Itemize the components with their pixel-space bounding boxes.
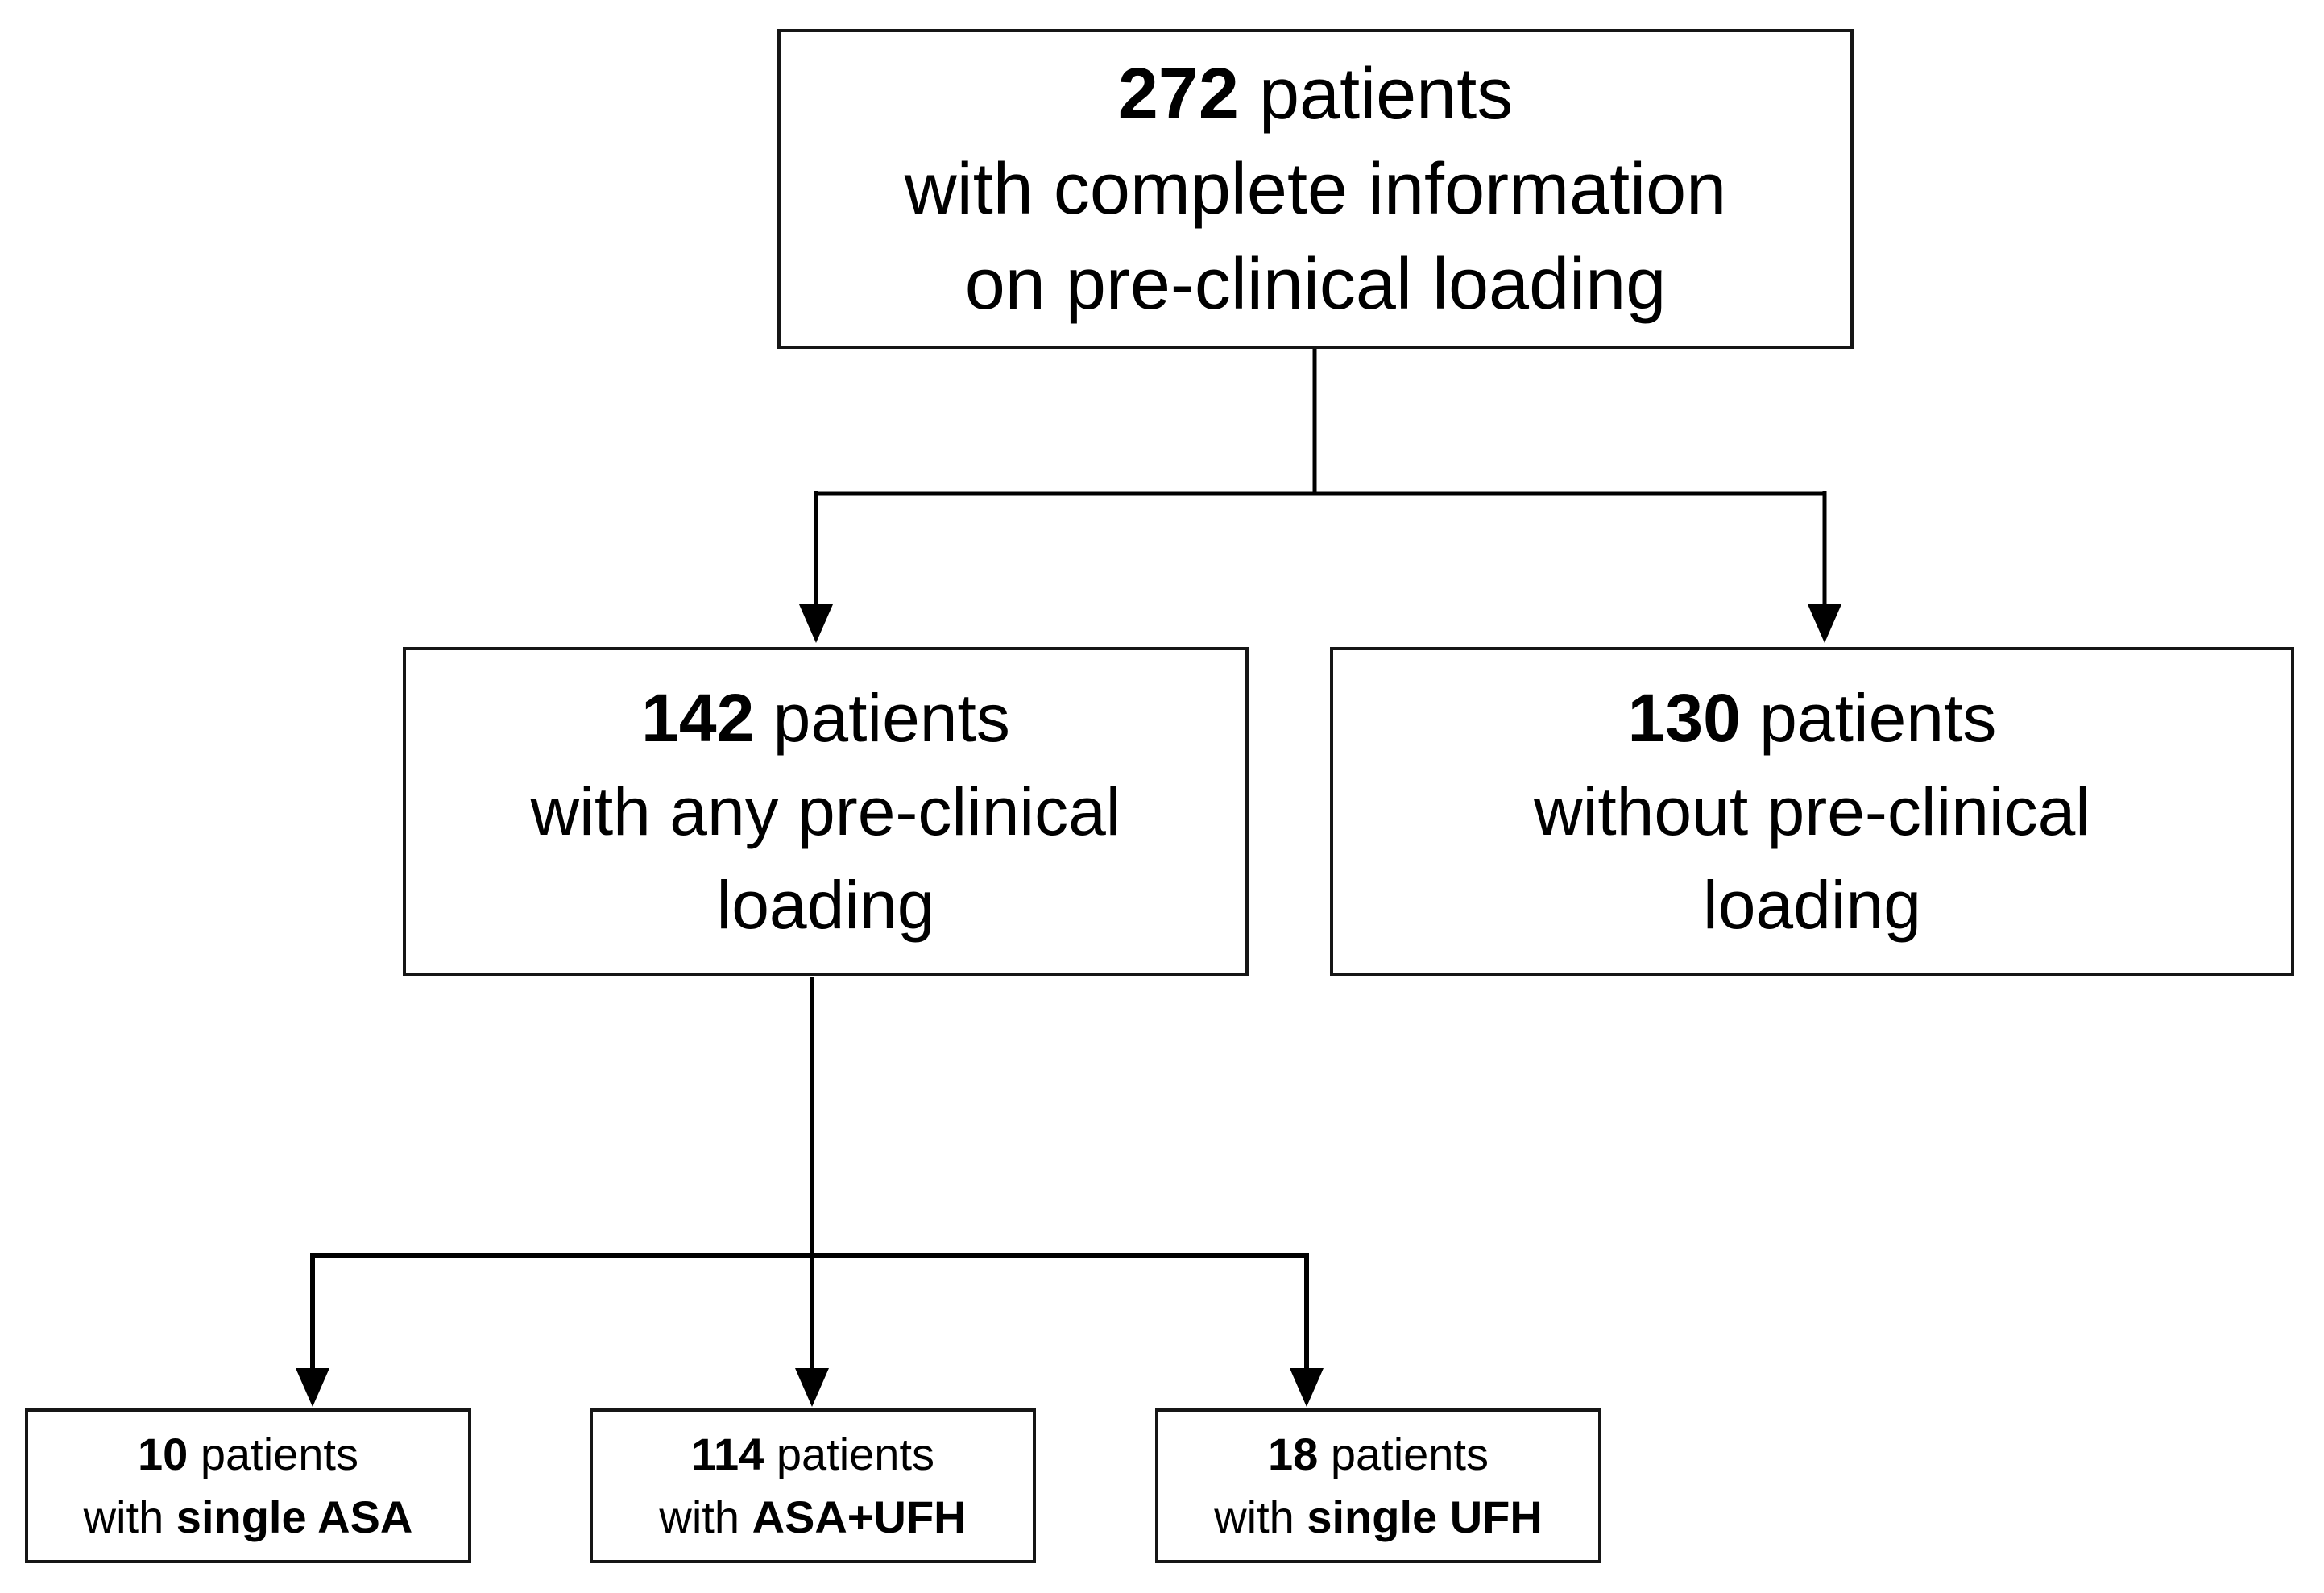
- box-any-preclinical-loading: 142 patients with any pre-clinical loadi…: [403, 647, 1249, 976]
- patient-count-suffix: patients: [764, 1429, 935, 1479]
- patient-count-line: 130 patients: [1628, 671, 1997, 765]
- treatment-prefix: with: [1214, 1491, 1307, 1542]
- patient-count-suffix: patients: [1318, 1429, 1489, 1479]
- box-text-line: with any pre-clinical: [530, 774, 1121, 849]
- box-text-line: with complete information: [904, 148, 1727, 230]
- patient-count-line: 142 patients: [641, 671, 1010, 765]
- box-text-line: loading: [1703, 867, 1921, 943]
- box-text-line: on pre-clinical loading: [964, 243, 1667, 325]
- patient-count-suffix: patients: [1238, 53, 1514, 135]
- box-without-preclinical-loading: 130 patients without pre-clinical loadin…: [1330, 647, 2294, 976]
- box-text-line: with single UFH: [1214, 1486, 1543, 1549]
- patient-count: 142: [641, 680, 755, 756]
- connector-bottom-split: [310, 977, 1309, 1371]
- box-text-line: loading: [716, 867, 935, 943]
- patient-count-line: 272 patients: [1118, 47, 1513, 142]
- patient-count: 10: [138, 1429, 188, 1479]
- patient-count-line: 18 patients: [1268, 1423, 1489, 1486]
- box-single-ufh: 18 patients with single UFH: [1155, 1408, 1601, 1563]
- box-text-line: with ASA+UFH: [659, 1486, 966, 1549]
- treatment-prefix: with: [659, 1491, 752, 1542]
- box-total-patients: 272 patients with complete information o…: [777, 29, 1854, 349]
- patient-count: 18: [1268, 1429, 1319, 1479]
- patient-count-line: 114 patients: [691, 1423, 934, 1486]
- patient-count-suffix: patients: [754, 680, 1010, 756]
- box-text-line: without pre-clinical: [1534, 774, 2090, 849]
- down-arrowhead-icon: [1290, 1368, 1324, 1407]
- treatment-name: single ASA: [176, 1491, 413, 1542]
- patient-count-suffix: patients: [188, 1429, 358, 1479]
- treatment-prefix: with: [83, 1491, 176, 1542]
- box-text-line: with single ASA: [84, 1486, 413, 1549]
- down-arrowhead-icon: [799, 604, 833, 643]
- patient-count: 130: [1627, 680, 1741, 756]
- box-asa-ufh: 114 patients with ASA+UFH: [590, 1408, 1036, 1563]
- connector-top-split: [814, 346, 1827, 606]
- patient-count-line: 10 patients: [138, 1423, 358, 1486]
- treatment-name: ASA+UFH: [752, 1491, 967, 1542]
- down-arrowhead-icon: [296, 1368, 329, 1407]
- box-single-asa: 10 patients with single ASA: [25, 1408, 471, 1563]
- patient-count-suffix: patients: [1740, 680, 1997, 756]
- patient-count: 114: [690, 1429, 764, 1479]
- down-arrowhead-icon: [1808, 604, 1841, 643]
- patient-count: 272: [1117, 53, 1239, 135]
- down-arrowhead-icon: [795, 1368, 829, 1407]
- treatment-name: single UFH: [1307, 1491, 1543, 1542]
